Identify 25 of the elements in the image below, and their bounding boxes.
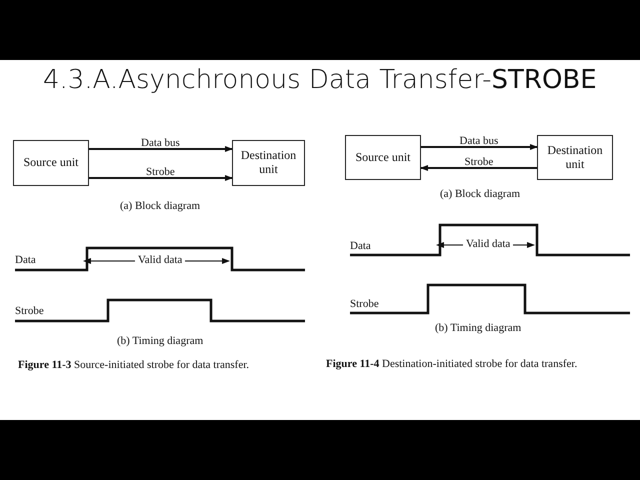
signal-label: Data — [350, 240, 371, 252]
unit-box: Source unit — [13, 140, 89, 186]
slide-title: 4.3.A.Asynchronous Data Transfer-STROBE — [43, 66, 597, 95]
signal-label: Strobe — [350, 298, 379, 310]
edge-label: Data bus — [460, 135, 498, 148]
arrow — [89, 175, 233, 181]
figure-caption: Figure 11-4 Destination-initiated strobe for data transfer. — [326, 358, 578, 370]
signal-label: Data — [15, 254, 36, 266]
figure-caption: Figure 11-3 Source-initiated strobe for data transfer. — [18, 359, 250, 372]
arrow — [421, 144, 538, 150]
edge-label: Data bus — [141, 137, 180, 150]
unit-box: Destination unit — [537, 135, 613, 180]
sub-caption: (a) Block diagram — [440, 188, 520, 200]
edge-label: Strobe — [464, 156, 494, 168]
sub-caption: (b) Timing diagram — [117, 335, 204, 348]
unit-box: Source unit — [345, 135, 421, 180]
sub-caption: (a) Block diagram — [120, 200, 200, 212]
edge-label: Strobe — [146, 166, 175, 178]
arrow — [89, 146, 233, 152]
dimension-label: Valid data — [463, 238, 514, 250]
dimension-label: Valid data — [135, 254, 186, 266]
signal-label: Strobe — [15, 305, 44, 318]
unit-box: Destination unit — [232, 140, 305, 186]
sub-caption: (b) Timing diagram — [435, 322, 522, 334]
arrow — [420, 165, 537, 171]
